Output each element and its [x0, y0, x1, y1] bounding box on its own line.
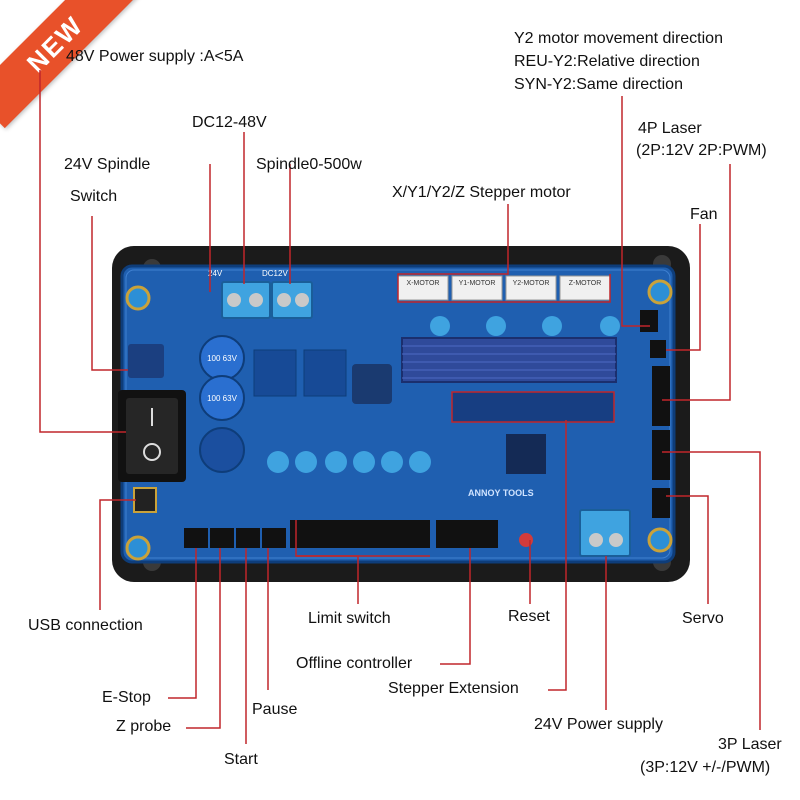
laser-4p-detail-label: (2P:12V 2P:PWM) — [636, 142, 767, 159]
laser-3p-label: 3P Laser — [718, 736, 782, 753]
stepper-motor-label: X/Y1/Y2/Z Stepper motor — [392, 184, 571, 201]
dc-input-label: DC12-48V — [192, 114, 267, 131]
leader-lines — [39, 70, 761, 744]
power-24v-terminal — [579, 509, 631, 557]
limit-switch-label: Limit switch — [308, 610, 391, 627]
heatsink — [401, 337, 617, 383]
stepper-extension-header — [451, 391, 615, 423]
reset-label: Reset — [508, 608, 550, 625]
dc-screw-terminal — [221, 281, 271, 319]
stepper-extension-label: Stepper Extension — [388, 680, 519, 697]
offline-controller-label: Offline controller — [296, 655, 413, 672]
spindle-switch-block — [128, 344, 164, 378]
board-24v-mark: 24V — [208, 269, 223, 278]
right-connectors — [640, 310, 670, 518]
regulator-chips — [253, 349, 392, 404]
motor-headers: X-MOTOR Y1-MOTOR Y2-MOTOR Z-MOTOR — [397, 275, 611, 301]
estop-label: E-Stop — [102, 689, 151, 706]
fan-label: Fan — [690, 206, 718, 223]
spindle-screw-terminal — [271, 281, 313, 319]
board-dc12v-mark: DC12V — [262, 269, 288, 278]
svg-text:100 63V: 100 63V — [207, 354, 237, 363]
usb-connection-label: USB connection — [28, 617, 143, 634]
y2-motor-mark: Y2-MOTOR — [513, 280, 550, 287]
large-capacitors: 100 63V 100 63V — [199, 335, 245, 473]
spindle-range-label: Spindle0-500w — [256, 156, 362, 173]
power-supply-48v-label: 48V Power supply :A<5A — [66, 48, 244, 65]
svg-text:100 63V: 100 63V — [207, 394, 237, 403]
y1-motor-mark: Y1-MOTOR — [459, 280, 496, 287]
x-motor-mark: X-MOTOR — [407, 280, 440, 287]
reu-y2-label: REU-Y2:Relative direction — [514, 53, 700, 70]
pause-label: Pause — [252, 701, 298, 718]
syn-y2-label: SYN-Y2:Same direction — [514, 76, 683, 93]
power-switch — [118, 390, 186, 482]
bottom-pin-headers — [184, 520, 533, 548]
z-probe-label: Z probe — [116, 718, 172, 735]
switch-label: Switch — [70, 188, 118, 205]
laser-3p-detail-label: (3P:12V +/-/PWM) — [640, 759, 771, 776]
small-capacitors — [267, 316, 620, 473]
spindle-24v-label: 24V Spindle — [64, 156, 151, 173]
standoff-posts — [125, 279, 673, 561]
usb-port — [133, 487, 157, 513]
reset-button-cap — [519, 533, 533, 547]
y2-direction-label: Y2 motor movement direction — [514, 30, 723, 47]
laser-4p-label: 4P Laser — [638, 120, 702, 137]
start-label: Start — [224, 751, 258, 768]
power-supply-24v-label: 24V Power supply — [534, 716, 663, 733]
z-motor-mark: Z-MOTOR — [569, 280, 602, 287]
brand-mark: ANNOY TOOLS — [468, 488, 534, 498]
mcu-chip — [506, 434, 546, 474]
servo-label: Servo — [682, 610, 724, 627]
